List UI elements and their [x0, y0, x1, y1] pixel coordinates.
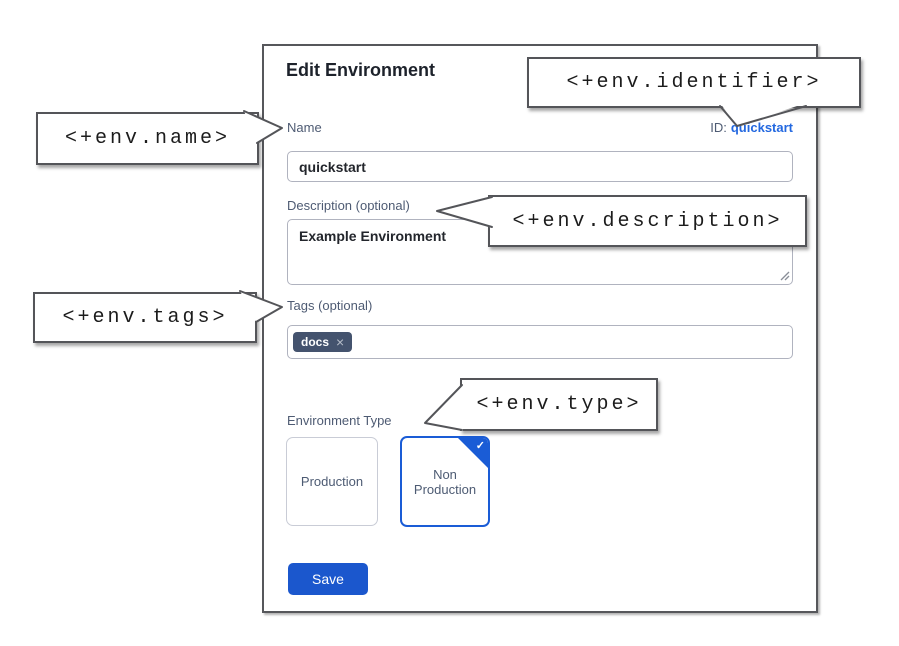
callout-env-description: <+env.description> [488, 195, 807, 247]
check-icon: ✓ [475, 440, 485, 452]
card-label: Production [300, 474, 364, 489]
callout-env-identifier: <+env.identifier> [527, 57, 861, 108]
tag-remove-icon[interactable]: × [336, 333, 345, 350]
tag-chip-label: docs [301, 334, 330, 349]
name-input[interactable] [287, 151, 793, 182]
callout-env-type: <+env.type> [460, 378, 658, 431]
environment-type-card-production[interactable]: Production [286, 437, 378, 526]
id-value-link[interactable]: quickstart [730, 120, 793, 135]
card-label: Non Production [413, 466, 477, 497]
edit-environment-dialog: Edit Environment Name ID: quickstart Des… [262, 44, 818, 613]
resize-handle-icon[interactable] [779, 270, 790, 281]
name-label: Name [287, 120, 322, 135]
dialog-title: Edit Environment [286, 60, 436, 80]
description-label: Description (optional) [287, 198, 410, 213]
callout-env-tags: <+env.tags> [33, 292, 257, 343]
identifier-row: ID: quickstart [710, 120, 793, 135]
callout-env-name: <+env.name> [36, 112, 259, 165]
id-label: ID: [710, 120, 727, 135]
tags-label: Tags (optional) [287, 298, 373, 313]
environment-type-label: Environment Type [287, 413, 392, 428]
environment-type-card-non-production[interactable]: Non Production ✓ [400, 436, 490, 527]
save-button[interactable]: Save [288, 563, 368, 595]
tags-input[interactable]: docs × [287, 325, 793, 359]
tag-chip: docs × [293, 331, 353, 353]
